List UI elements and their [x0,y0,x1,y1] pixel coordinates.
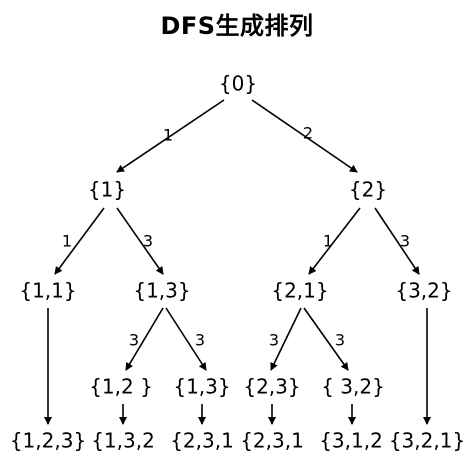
edge-label-n2-n21: 1 [323,232,333,251]
node-n2: {2} [349,178,387,202]
diagram-title: DFS生成排列 [160,12,314,40]
edge-label-n2-n32: 3 [400,232,410,251]
node-l5: {3,1,2 [319,429,383,453]
node-n11: {1,1} [19,279,76,303]
edge-n13-m13 [165,307,207,371]
edge-label-n21-m32: 3 [335,331,345,350]
node-l1: {1,2,3} [10,429,86,453]
edge-label-n13-m13: 3 [195,331,205,350]
edge-label-n13-m12: 3 [129,331,139,350]
edge-n21-m23 [270,307,302,371]
edge-label-n1-n13: 3 [143,232,153,251]
edge-n21-m32 [303,307,349,371]
edge-n0-n1 [116,99,225,173]
node-n13: {1,3} [133,279,190,303]
edge-label-n1-n11: 1 [62,232,72,251]
node-m32: { 3,2} [321,375,385,399]
edge-label-n21-m23: 3 [269,331,279,350]
edge-n2-n21 [308,207,361,275]
node-l4: {2,3,1 [240,429,304,453]
node-n0: {0} [219,72,257,96]
edge-n13-m12 [125,307,164,371]
node-m13: {1,3} [173,375,230,399]
node-m12: {1,2 } [89,375,153,399]
node-n21: {2,1} [271,279,328,303]
node-m23: {2,3} [243,375,300,399]
edge-label-n0-n1: 1 [163,126,173,145]
edge-n2-n32 [374,207,420,275]
node-l2: {1,3,2 [91,429,155,453]
edge-n1-n11 [54,207,105,275]
edge-n0-n2 [251,99,358,173]
edges-layer: 1 2 1 3 1 3 3 3 3 3 [44,99,431,425]
node-n1: {1} [88,178,126,202]
node-l6: {3,2,1} [389,429,465,453]
edge-label-n0-n2: 2 [303,124,313,143]
nodes-layer: {0} {1} {2} {1,1} {1,3} {2,1} {3,2} {1,2 } {1,3}… [10,72,465,453]
node-l3: {2,3,1 [170,429,234,453]
node-n32: {3,2} [395,279,452,303]
edge-n1-n13 [116,207,164,275]
